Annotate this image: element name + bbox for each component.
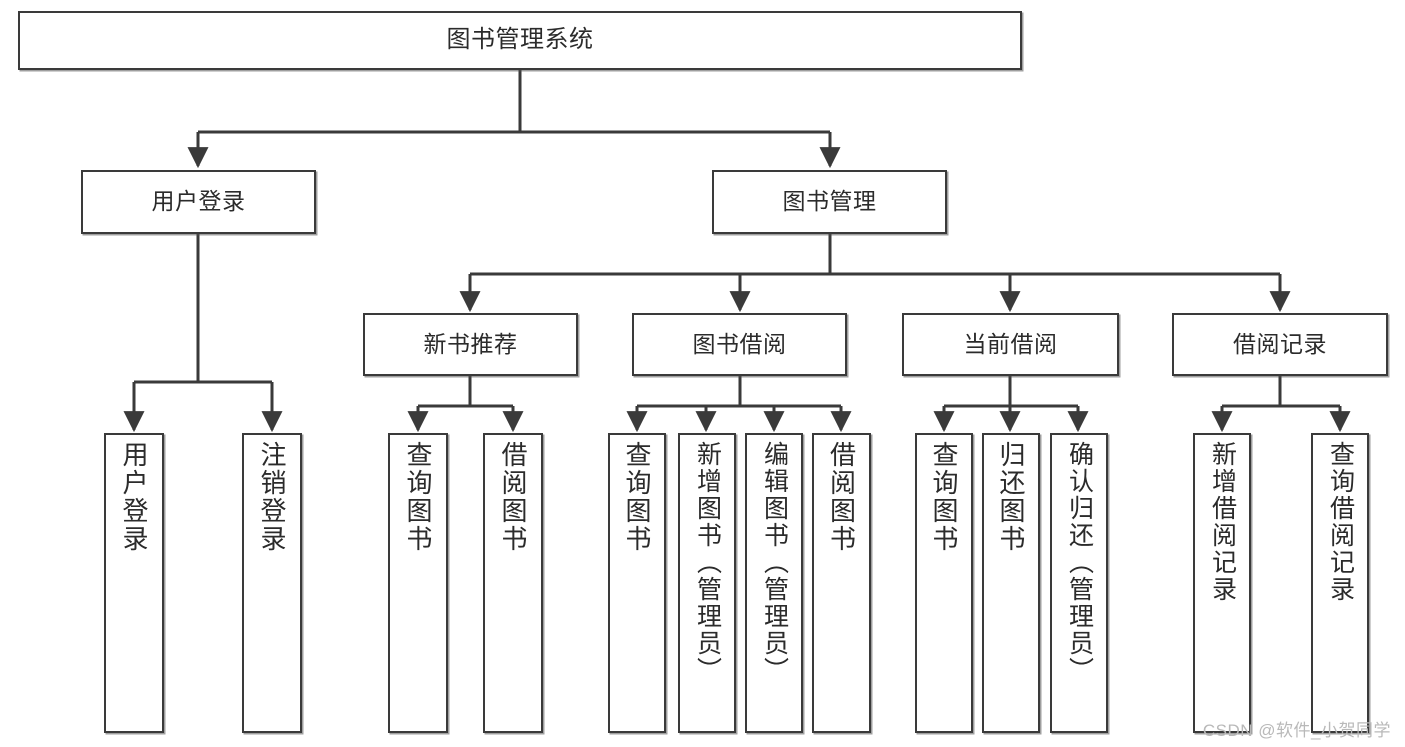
node-label: 新书推荐 [423,330,518,357]
node-label: 借阅图书 [826,441,857,553]
node-current-borrow[interactable]: 当前借阅 [902,313,1119,376]
node-user-login[interactable]: 用户登录 [81,170,316,234]
node-label: 借阅图书 [498,441,528,553]
node-label: 新增图书（管理员） [693,441,722,684]
leaf-user-login[interactable]: 用户登录 [104,433,164,733]
leaf-borrow-book-recommend[interactable]: 借阅图书 [483,433,543,733]
leaf-add-book-admin[interactable]: 新增图书（管理员） [678,433,736,733]
leaf-logout[interactable]: 注销登录 [242,433,302,733]
node-new-book-recommend[interactable]: 新书推荐 [363,313,578,376]
leaf-query-borrow-record[interactable]: 查询借阅记录 [1311,433,1369,733]
leaf-query-book-recommend[interactable]: 查询图书 [388,433,448,733]
leaf-query-book-borrow[interactable]: 查询图书 [608,433,666,733]
watermark: CSDN @软件_小贺同学 [1202,721,1391,740]
leaf-edit-book-admin[interactable]: 编辑图书（管理员） [745,433,803,733]
node-label: 查询借阅记录 [1326,441,1355,603]
node-book-management[interactable]: 图书管理 [712,170,947,234]
node-label: 图书借阅 [692,330,787,357]
node-label: 编辑图书（管理员） [760,441,789,684]
node-label: 查询图书 [403,441,433,553]
leaf-query-book-current[interactable]: 查询图书 [915,433,973,733]
leaf-add-borrow-record[interactable]: 新增借阅记录 [1193,433,1251,733]
node-label: 用户登录 [151,188,246,215]
node-label: 当前借阅 [963,330,1058,357]
node-label: 借阅记录 [1233,330,1327,357]
node-borrow-record[interactable]: 借阅记录 [1172,313,1388,376]
leaf-return-book[interactable]: 归还图书 [982,433,1040,733]
leaf-confirm-return-admin[interactable]: 确认归还（管理员） [1050,433,1108,733]
leaf-borrow-book[interactable]: 借阅图书 [812,433,871,733]
node-root-system[interactable]: 图书管理系统 [18,11,1022,70]
node-label: 用户登录 [119,441,149,553]
node-label: 查询图书 [622,441,652,553]
node-label: 查询图书 [929,441,959,553]
node-label: 新增借阅记录 [1208,441,1237,603]
node-book-borrow[interactable]: 图书借阅 [632,313,847,376]
node-label: 归还图书 [996,441,1026,553]
node-label: 确认归还（管理员） [1065,441,1094,684]
node-label: 图书管理系统 [446,26,594,54]
node-label: 注销登录 [257,441,287,553]
node-label: 图书管理 [782,188,877,215]
